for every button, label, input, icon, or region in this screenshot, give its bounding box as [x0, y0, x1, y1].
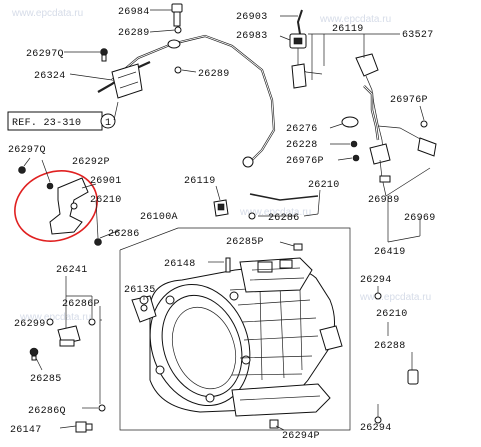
oil-cooler-pipes	[97, 34, 276, 168]
watermark-top-right: www.epcdata.ru	[319, 14, 391, 25]
label-26210-left: 26210	[90, 195, 122, 206]
bolt-26210-left	[94, 238, 102, 246]
label-26119-top: 26119	[332, 24, 364, 35]
watermark-top-left: www.epcdata.ru	[11, 8, 83, 19]
label-26119-mid: 26119	[184, 176, 216, 187]
label-26288: 26288	[374, 341, 406, 352]
plug-26285p	[293, 243, 303, 251]
label-26901: 26901	[90, 176, 122, 187]
bolt-26297q-top	[100, 48, 108, 62]
reference-badge: 1	[105, 118, 111, 129]
label-26135: 26135	[124, 285, 156, 296]
label-26297q-left: 26297Q	[8, 145, 46, 156]
filter-26288	[407, 369, 419, 385]
plug-26294-right	[374, 292, 382, 300]
reference-leader	[113, 101, 119, 121]
bolt-26976p-mid	[352, 154, 360, 162]
sensor-26119-mid	[213, 199, 229, 217]
label-26286-left: 26286	[108, 229, 140, 240]
leader-lines	[23, 9, 431, 431]
label-26286-mid: 26286	[268, 213, 300, 224]
reference-label: REF. 23-310	[12, 118, 81, 129]
label-26976p-right: 26976P	[390, 95, 428, 106]
label-63527: 63527	[402, 30, 434, 41]
plug-26299	[46, 318, 54, 326]
label-26294p: 26294P	[282, 431, 320, 442]
label-26241: 26241	[56, 265, 88, 276]
label-26289-top: 26289	[118, 28, 150, 39]
fitting-26241	[57, 325, 81, 347]
label-26100a: 26100A	[140, 212, 178, 223]
washer-26289-mid	[174, 66, 182, 74]
reference-box[interactable]: REF. 23-310 1	[7, 111, 116, 131]
bolt-26285	[29, 347, 39, 361]
bolt-26228	[350, 140, 358, 148]
label-26292p: 26292P	[72, 157, 110, 168]
wiring-harness	[289, 9, 437, 197]
label-26148: 26148	[164, 259, 196, 270]
plug-26294p	[269, 419, 279, 429]
highlight-circle	[14, 170, 98, 242]
transmission-case	[131, 257, 343, 417]
label-26147: 26147	[10, 425, 42, 436]
label-26969: 26969	[404, 213, 436, 224]
pin-26148	[225, 257, 231, 273]
label-26285p: 26285P	[226, 237, 264, 248]
label-26285: 26285	[30, 374, 62, 385]
o-ring-26286p	[88, 318, 96, 326]
label-26289-mid: 26289	[198, 69, 230, 80]
bolt-26984	[171, 3, 183, 27]
label-26989: 26989	[368, 195, 400, 206]
label-26210-mid: 26210	[308, 180, 340, 191]
label-26276: 26276	[286, 124, 318, 135]
label-26976p-mid: 26976P	[286, 156, 324, 167]
label-26294-right: 26294	[360, 275, 392, 286]
label-26294-bottom: 26294	[360, 423, 392, 434]
label-26286p: 26286P	[62, 299, 100, 310]
o-ring-26286q	[98, 404, 106, 412]
part-labels: 26984 26289 26297Q 26324 26289 26903 269…	[8, 7, 436, 442]
label-26324: 26324	[34, 71, 66, 82]
label-26297q-top: 26297Q	[26, 49, 64, 60]
transmission-group-frame	[119, 227, 351, 431]
bracket-26901	[46, 177, 89, 235]
washer-26289-top	[174, 26, 182, 34]
label-26983: 26983	[236, 31, 268, 42]
washer-26286-mid	[248, 212, 256, 220]
plug-26147	[75, 421, 93, 433]
label-26228: 26228	[286, 140, 318, 151]
watermark-bottom-left: www.epcdata.ru	[19, 312, 91, 323]
label-26903: 26903	[236, 12, 268, 23]
watermark-middle: www.epcdata.ru	[239, 207, 311, 218]
label-26210-right: 26210	[376, 309, 408, 320]
label-26299: 26299	[14, 319, 46, 330]
pipe-26210-mid	[249, 193, 319, 201]
label-26286q: 26286Q	[28, 406, 66, 417]
label-26419: 26419	[374, 247, 406, 258]
bolt-26297q-left	[18, 166, 26, 174]
label-26984: 26984	[118, 7, 150, 18]
watermark-bottom-right: www.epcdata.ru	[359, 292, 431, 303]
